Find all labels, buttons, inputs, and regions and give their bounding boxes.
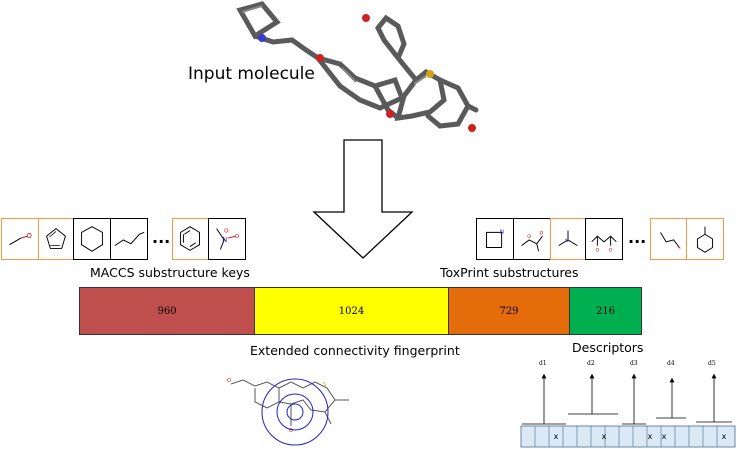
svg-text:O: O (27, 232, 32, 240)
bar-segment-descriptors: 216 (569, 287, 642, 335)
svg-text:O: O (235, 234, 240, 240)
ecfp-environment-depiction: O S O (227, 378, 349, 446)
descriptor-bin-mark: x (661, 431, 667, 441)
maccs-key-thiophene (38, 218, 74, 260)
svg-text:O: O (289, 428, 293, 434)
toxprint-chain (650, 218, 687, 260)
descriptor-bin-mark: x (647, 431, 653, 441)
descriptor-bin-mark: x (553, 431, 559, 441)
ecfp-label: Extended connectivity fingerprint (250, 343, 460, 358)
descriptor-label-d5: d5 (708, 360, 716, 367)
maccs-ellipsis: ... (152, 228, 171, 247)
svg-text:O: O (595, 247, 599, 253)
descriptor-label-d1: d1 (539, 360, 547, 367)
descriptor-bin-mark: x (601, 431, 607, 441)
toxprint-label: ToxPrint substructures (440, 265, 579, 280)
descriptor-label-d4: d4 (667, 360, 675, 367)
svg-text:S: S (323, 382, 326, 388)
svg-text:O: O (224, 228, 229, 234)
toxprint-ellipsis: ... (628, 228, 647, 247)
bar-segment-toxprint-value: 729 (499, 305, 519, 317)
maccs-key-cyclohexane (73, 218, 111, 260)
bar-segment-ecfp-value: 1024 (338, 305, 365, 317)
maccs-key-alkyl-chain (110, 218, 148, 260)
toxprint-azetidine: N (476, 218, 514, 260)
svg-text:O: O (227, 378, 231, 384)
descriptor-label-d3: d3 (630, 360, 638, 367)
svg-text:N: N (222, 236, 227, 244)
maccs-key-carbonyl: O (1, 218, 39, 260)
down-arrow (312, 139, 414, 259)
descriptors-label: Descriptors (572, 340, 644, 355)
bar-segment-maccs: 960 (79, 287, 255, 335)
svg-text:N: N (565, 238, 569, 244)
bar-segment-descriptors-value: 216 (595, 305, 616, 317)
svg-text:O: O (609, 247, 613, 253)
bar-segment-maccs-value: 960 (157, 305, 177, 317)
bar-segment-ecfp: 1024 (254, 287, 449, 335)
descriptor-binning-diagram (520, 373, 736, 448)
maccs-key-benzene (172, 218, 209, 260)
input-molecule-label: Input molecule (188, 64, 315, 84)
svg-text:N: N (500, 229, 504, 235)
maccs-label: MACCS substructure keys (90, 265, 250, 280)
svg-text:O: O (540, 230, 544, 236)
descriptor-bin-mark: x (721, 431, 727, 441)
svg-text:O: O (527, 234, 531, 240)
input-molecule-image (236, 1, 479, 132)
toxprint-amine: N (550, 218, 586, 260)
descriptor-label-d2: d2 (587, 360, 595, 367)
bar-segment-toxprint: 729 (448, 287, 570, 335)
toxprint-toluene (686, 218, 724, 260)
